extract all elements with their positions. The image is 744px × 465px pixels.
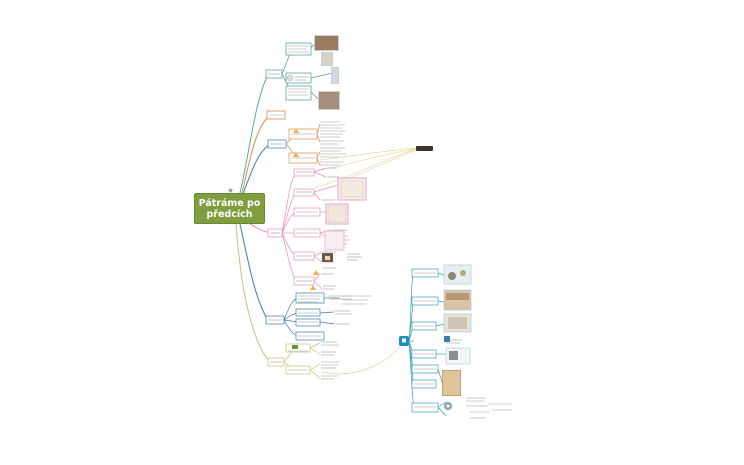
olive-text-lines [270, 341, 340, 380]
branch-line-teal [239, 74, 269, 194]
photo-thumbnail [314, 35, 339, 51]
warning-icon [293, 152, 299, 157]
photo-thumbnail [331, 67, 339, 84]
warning-icons [293, 128, 299, 157]
blue-top-text-lines [270, 121, 346, 166]
teal-text-lines [268, 45, 309, 96]
warning-icon [293, 128, 299, 133]
poster-image [442, 370, 461, 396]
warning-icon [313, 270, 319, 275]
branch-line-orange [241, 114, 271, 194]
avatar-icon [286, 74, 294, 82]
photo-thumbnail [318, 91, 340, 110]
branch-line-blue-top [242, 143, 271, 195]
pink-subtree [267, 167, 339, 290]
flag-icon [292, 345, 298, 349]
sub-map-node[interactable]: ◼ [399, 336, 409, 346]
blue-bottom-subtree [265, 292, 340, 341]
right-cluster-text-lines [414, 272, 512, 419]
blue-top-subtree [267, 123, 321, 166]
branch-line-olive [235, 223, 271, 363]
related-topic-node[interactable] [416, 146, 433, 151]
photo-thumbnail [321, 52, 333, 66]
orange-subtree [266, 110, 286, 120]
branch-line-blue-bottom [239, 223, 269, 321]
document-images [322, 177, 367, 262]
central-topic[interactable]: Pátráme po předcích [194, 193, 265, 224]
note-icon: ◆ [228, 187, 233, 194]
right-cluster [408, 268, 447, 417]
right-cluster-images [443, 264, 472, 365]
main-branches [235, 74, 273, 363]
blue-bottom-text-lines [268, 295, 372, 337]
warning-icon [310, 285, 316, 290]
